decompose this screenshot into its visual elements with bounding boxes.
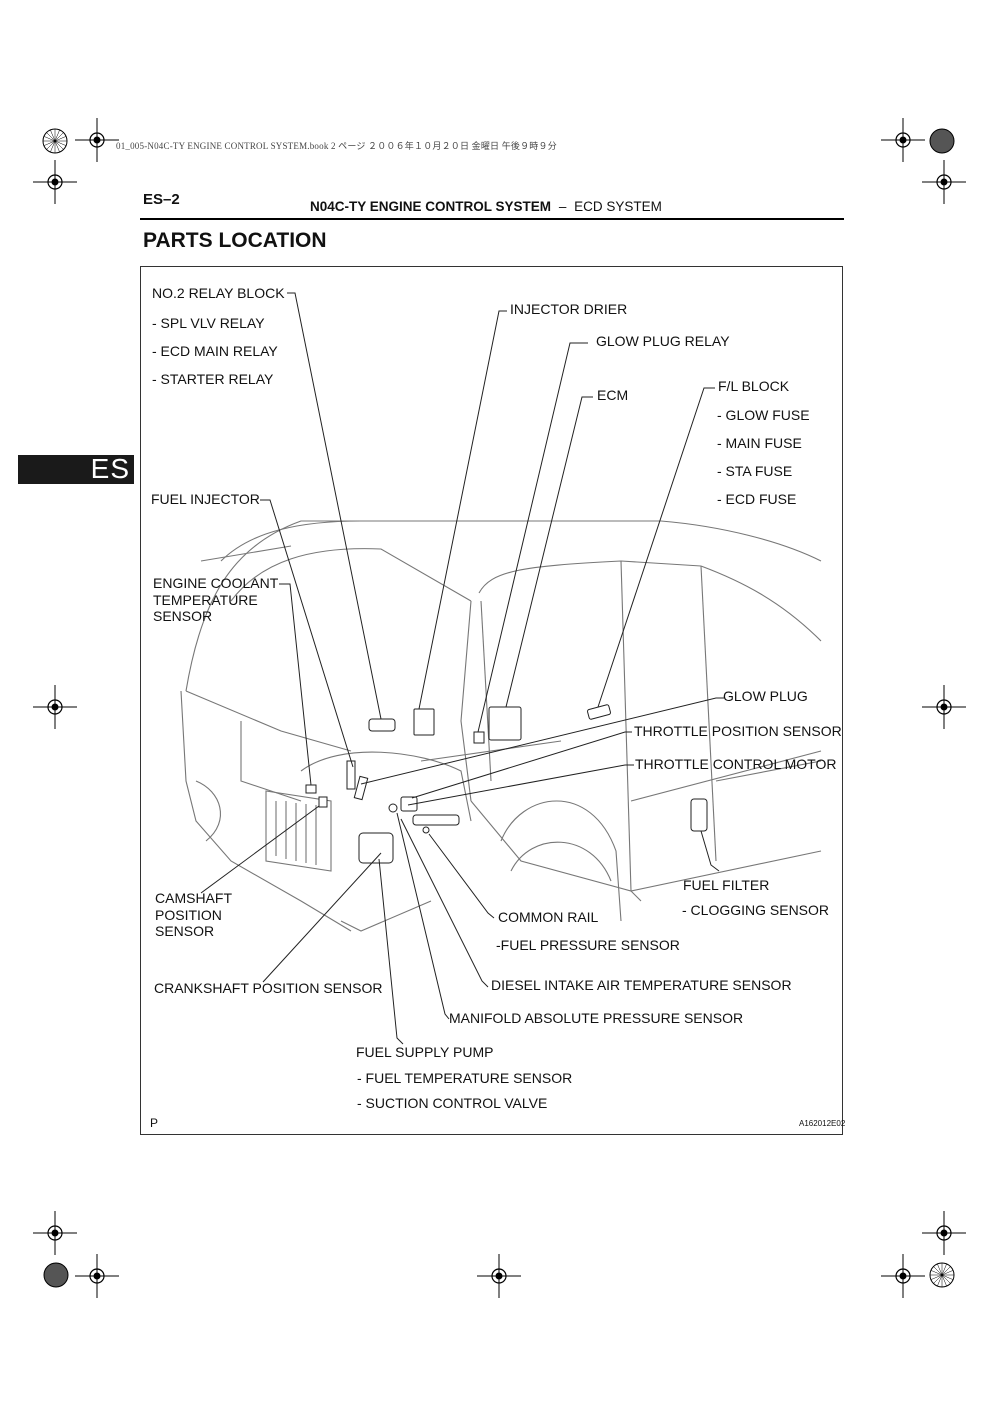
label-main-fuse: - MAIN FUSE [717,435,802,451]
leader-diat-sensor [400,818,489,988]
label-fuel-temperature-sensor: - FUEL TEMPERATURE SENSOR [357,1070,573,1086]
vehicle-diagram [180,292,822,1045]
leader-lines [200,292,724,1045]
leader-throttle-position [411,731,632,799]
crosshair-mark-ml [32,684,78,730]
fuel-filter-shape [690,798,708,832]
fuel-supply-pump-shape [358,832,394,864]
glow-plug-shape [353,775,369,801]
label-glow-plug-relay: GLOW PLUG RELAY [596,333,730,349]
label-ecd-fuse: - ECD FUSE [717,491,797,507]
leader-ecm [505,396,593,708]
label-ect-sensor-line1: ENGINE COOLANT [153,575,279,591]
label-crankshaft-position-sensor: CRANKSHAFT POSITION SENSOR [154,980,383,996]
crosshair-mark-br2 [880,1253,926,1299]
map-sensor-shape [388,803,398,813]
label-fuel-filter: FUEL FILTER [683,877,770,893]
leader-fuel-filter [700,830,720,872]
crosshair-mark-bl [32,1210,78,1256]
fl-block-shape [587,704,611,720]
leader-glow-plug [360,697,724,785]
label-manifold-absolute-pressure-sensor: MANIFOLD ABSOLUTE PRESSURE SENSOR [449,1010,744,1026]
crosshair-mark-mr [921,684,967,730]
leader-relay-block [287,292,382,720]
book-header: 01_005-N04C-TY ENGINE CONTROL SYSTEM.boo… [116,141,557,151]
throttle-body-shape [400,796,418,812]
label-throttle-position-sensor: THROTTLE POSITION SENSOR [634,723,842,739]
label-ecd-main-relay: - ECD MAIN RELAY [152,343,278,359]
label-clogging-sensor: - CLOGGING SENSOR [682,902,830,918]
label-common-rail: COMMON RAIL [498,909,599,925]
crosshair-mark-br [921,1210,967,1256]
parts-location-figure: NO.2 RELAY BLOCK - SPL VLV RELAY - ECD M… [140,266,846,1135]
label-starter-relay: - STARTER RELAY [152,371,274,387]
label-fuel-supply-pump: FUEL SUPPLY PUMP [356,1044,494,1060]
leader-injector-drier [418,310,507,710]
section-subsystem: ECD SYSTEM [574,199,662,214]
es-side-tab-label: ES [90,453,130,484]
label-ecm: ECM [597,387,629,403]
vehicle-outline [180,520,822,932]
relay-block-shape [368,718,396,732]
leader-throttle-motor [407,764,634,806]
label-suction-control-valve: - SUCTION CONTROL VALVE [357,1095,548,1111]
leader-common-rail [428,833,495,919]
glow-plug-relay-shape [473,731,485,744]
page-heading: PARTS LOCATION [143,229,327,252]
label-spl-vlv-relay: - SPL VLV RELAY [152,315,265,331]
leader-fl-block [597,387,715,708]
leader-ect-sensor [279,583,312,786]
leader-glow-plug-relay [477,342,588,733]
leader-crankshaft [262,852,382,983]
fuel-injector-shape [346,760,356,790]
label-diesel-intake-air-temp-sensor: DIESEL INTAKE AIR TEMPERATURE SENSOR [491,977,792,993]
leader-map-sensor [396,812,450,1020]
component-shapes [305,704,708,864]
label-fl-block: F/L BLOCK [718,378,790,394]
label-glow-fuse: - GLOW FUSE [717,407,810,423]
figure-id: A162012E02 [799,1119,846,1128]
starburst-mark-br [929,1262,955,1288]
ecm-shape [488,706,522,741]
camshaft-sensor-shape [318,796,328,808]
label-ect-sensor-line3: SENSOR [153,608,213,624]
crosshair-mark-bl2 [74,1253,120,1299]
header-rule [140,218,844,220]
section-title: N04C-TY ENGINE CONTROL SYSTEM – ECD SYST… [310,199,662,214]
label-camshaft-line1: CAMSHAFT [155,890,232,906]
label-camshaft-line3: SENSOR [155,923,215,939]
label-ect-sensor-line2: TEMPERATURE [153,592,258,608]
figure-corner-code: P [150,1116,159,1130]
label-fuel-injector: FUEL INJECTOR [151,491,260,507]
section-system: N04C-TY ENGINE CONTROL SYSTEM [310,199,552,214]
starburst-mark-tl [42,128,68,154]
page-number: ES–2 [143,191,180,208]
leader-fuel-injector [260,499,354,768]
crosshair-mark-tr [880,117,926,163]
section-separator: – [558,199,567,214]
label-glow-plug: GLOW PLUG [723,688,808,704]
crosshair-mark-tl [74,117,120,163]
label-injector-drier: INJECTOR DRIER [510,301,628,317]
label-throttle-control-motor: THROTTLE CONTROL MOTOR [635,756,837,772]
injector-drier-shape [413,708,435,736]
label-camshaft-line2: POSITION [155,907,222,923]
starburst-mark-tr [929,128,955,154]
starburst-mark-bl [43,1262,69,1288]
crosshair-mark-tr2 [921,159,967,205]
common-rail-shape [412,814,460,826]
es-side-tab: ES [18,453,134,484]
leader-fuel-supply-pump [378,858,404,1045]
diat-sensor-shape [422,826,430,834]
leader-camshaft [200,805,320,894]
label-fuel-pressure-sensor: -FUEL PRESSURE SENSOR [496,937,680,953]
label-relay-block: NO.2 RELAY BLOCK [152,285,285,301]
crosshair-mark-tl2 [32,159,78,205]
label-sta-fuse: - STA FUSE [717,463,793,479]
ect-sensor-shape [305,784,317,794]
crosshair-mark-bc [476,1253,522,1299]
